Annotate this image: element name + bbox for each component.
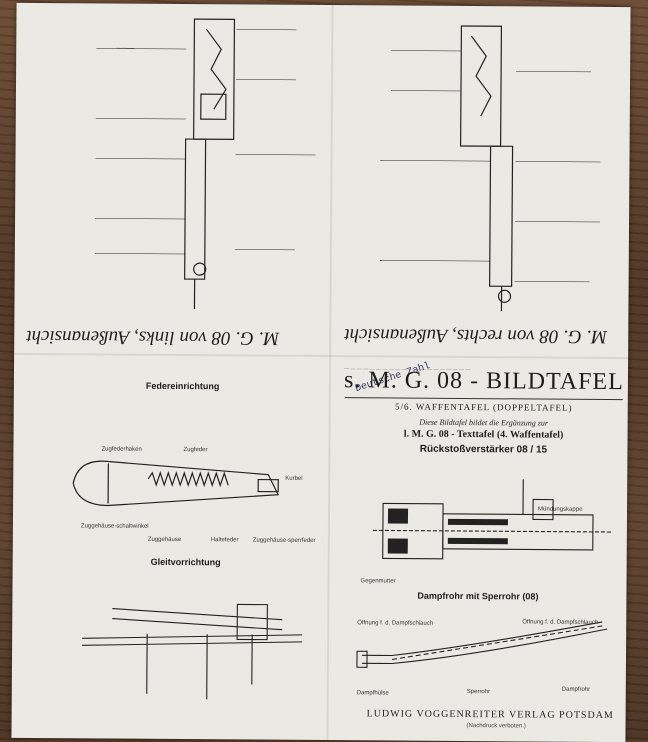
label-zugfeder: Zugfeder bbox=[183, 447, 207, 453]
label-oeffnung-1: Öffnung f. d. Dampfschlauch bbox=[357, 620, 433, 627]
left-view-title: M. G. 08 von links, Außenansicht bbox=[26, 325, 279, 349]
steam-pipe-drawing bbox=[352, 615, 623, 697]
steam-pipe-heading: Dampfrohr mit Sperrohr (08) bbox=[417, 591, 538, 602]
slide-mechanism-drawing bbox=[72, 583, 323, 715]
label-zugfederhaken: Zugfederhaken bbox=[101, 446, 141, 452]
label-zuggehaeuse-sperrfeder: Zuggehäuse-sperrfeder bbox=[253, 538, 316, 544]
publisher-note: (Nachdruck verboten.) bbox=[467, 723, 526, 729]
mg08-left-view-drawing: ——— bbox=[34, 8, 326, 320]
mg08-right-view-drawing bbox=[339, 10, 631, 322]
label-muendungskappe: Mündungskappe bbox=[538, 507, 582, 513]
vertical-fold bbox=[326, 5, 333, 740]
label-sperrohr: Sperrohr bbox=[467, 689, 490, 695]
label-dampfrohr: Dampfrohr bbox=[562, 687, 590, 693]
label-dampfhuelse: Dampfhülse bbox=[357, 690, 389, 696]
sheet-title-block: s. M. G. 08 - BILDTAFEL 5/6. WAFFENTAFEL… bbox=[338, 367, 629, 456]
sheet-title: s. M. G. 08 - BILDTAFEL bbox=[339, 367, 629, 396]
sheet-description: Diese Bildtafel bildet die Ergänzung zur bbox=[339, 417, 629, 428]
right-view-title: M. G. 08 von rechts, Außenansicht bbox=[344, 323, 607, 347]
spring-assembly-heading: Federeinrichtung bbox=[146, 381, 220, 392]
horizontal-fold bbox=[14, 353, 628, 359]
sheet-subtitle: 5/6. WAFFENTAFEL (DOPPELTAFEL) bbox=[339, 401, 629, 413]
publisher-line: LUDWIG VOGGENREITER VERLAG POTSDAM bbox=[367, 708, 614, 721]
label-gegenmutter: Gegenmutter bbox=[361, 578, 396, 584]
label-haltefeder: Haltefeder bbox=[211, 537, 239, 543]
label-oeffnung-2: Öffnung f. d. Dampfschlauch bbox=[522, 619, 598, 626]
recoil-booster-drawing bbox=[353, 473, 624, 585]
spring-assembly-drawing bbox=[68, 443, 309, 535]
diagram-sheet: ——— M. G. 08 von links, Außenansicht M. … bbox=[11, 3, 630, 742]
sheet-reference: l. M. G. 08 - Texttafel (4. Waffentafel) bbox=[339, 428, 629, 441]
label-kurbel: Kurbel bbox=[285, 476, 302, 482]
slide-mechanism-heading: Gleitvorrichtung bbox=[151, 557, 221, 567]
recoil-booster-heading: Rückstoßverstärker 08 / 15 bbox=[338, 443, 628, 456]
label-zuggehaeuse: Zuggehäuse bbox=[148, 537, 181, 543]
svg-text:———: ——— bbox=[116, 45, 134, 51]
label-zuggehaeuse-schaltwinkel: Zuggehäuse-schaltwinkel bbox=[81, 523, 149, 529]
title-rule bbox=[345, 397, 623, 400]
